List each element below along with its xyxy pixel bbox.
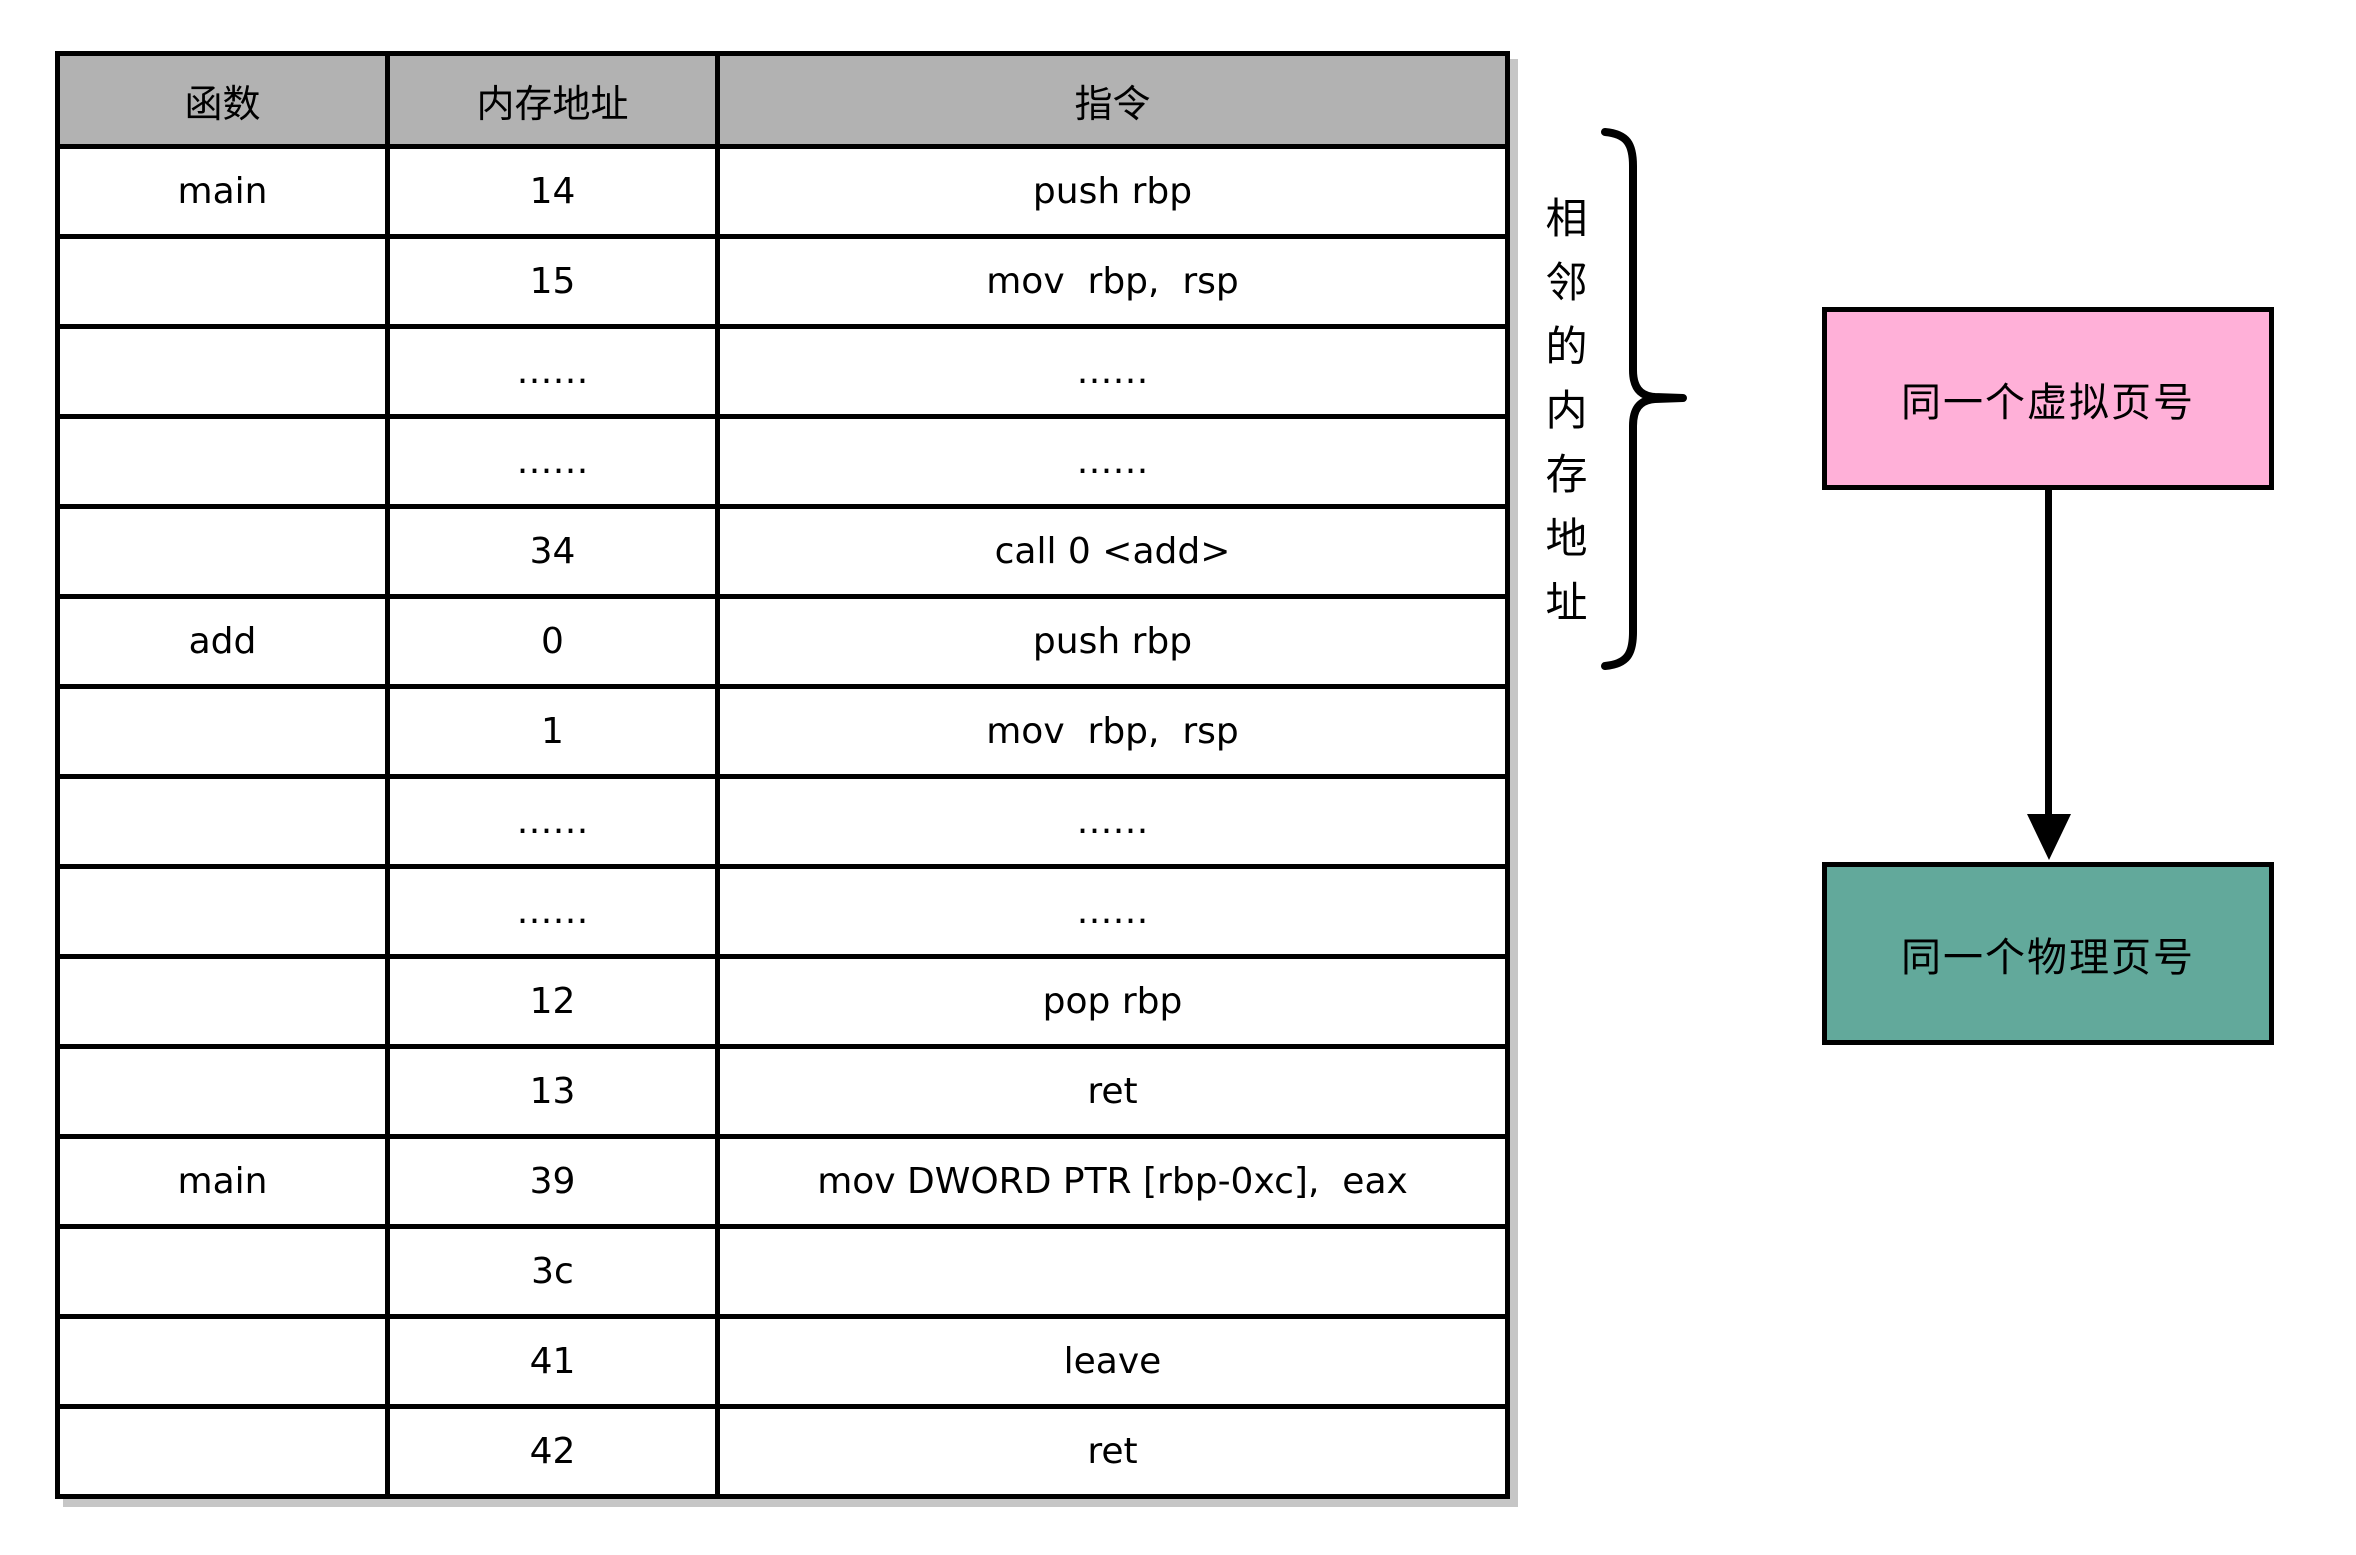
cell-address: …… (385, 324, 720, 419)
header-memory-address: 内存地址 (385, 51, 720, 149)
header-function: 函数 (55, 51, 390, 149)
cell-function (55, 324, 390, 419)
cell-instruction: …… (715, 324, 1510, 419)
cell-address: 13 (385, 1044, 720, 1139)
cell-address: 3c (385, 1224, 720, 1319)
physical-page-label: 同一个物理页号 (1901, 934, 2195, 981)
cell-function (55, 414, 390, 509)
cell-function: add (55, 594, 390, 689)
cell-address: 34 (385, 504, 720, 599)
cell-instruction: …… (715, 864, 1510, 959)
cell-function (55, 774, 390, 869)
virtual-page-box: 同一个虚拟页号 (1822, 307, 2274, 490)
cell-address: …… (385, 864, 720, 959)
cell-address: 39 (385, 1134, 720, 1229)
cell-address: 15 (385, 234, 720, 329)
cell-instruction: mov rbp, rsp (715, 234, 1510, 329)
header-instruction: 指令 (715, 51, 1510, 149)
cell-function (55, 864, 390, 959)
cell-function (55, 1404, 390, 1499)
cell-address: …… (385, 414, 720, 509)
cell-function (55, 954, 390, 1049)
table-row: ………… (55, 324, 1510, 419)
cell-instruction: push rbp (715, 144, 1510, 239)
cell-function (55, 234, 390, 329)
cell-instruction: ret (715, 1044, 1510, 1139)
virtual-page-label: 同一个虚拟页号 (1901, 379, 2195, 426)
cell-instruction: leave (715, 1314, 1510, 1409)
cell-address: …… (385, 774, 720, 869)
cell-instruction: mov DWORD PTR [rbp-0xc], eax (715, 1134, 1510, 1229)
table-row: ………… (55, 864, 1510, 959)
table-row: ………… (55, 774, 1510, 869)
cell-instruction: call 0 <add> (715, 504, 1510, 599)
cell-function (55, 684, 390, 779)
table-header-row: 函数 内存地址 指令 (55, 51, 1510, 149)
cell-function (55, 504, 390, 599)
cell-address: 42 (385, 1404, 720, 1499)
cell-address: 14 (385, 144, 720, 239)
cell-function: main (55, 1134, 390, 1229)
table-row: ………… (55, 414, 1510, 509)
adjacent-memory-label: 相邻的内存地址 (1539, 196, 1588, 644)
cell-address: 0 (385, 594, 720, 689)
cell-instruction: pop rbp (715, 954, 1510, 1049)
cell-address: 41 (385, 1314, 720, 1409)
cell-instruction: push rbp (715, 594, 1510, 689)
cell-instruction: ret (715, 1404, 1510, 1499)
cell-function (55, 1314, 390, 1409)
arrow-down-icon (2027, 814, 2071, 860)
cell-function (55, 1224, 390, 1319)
physical-page-box: 同一个物理页号 (1822, 862, 2274, 1045)
cell-instruction: …… (715, 414, 1510, 509)
cell-address: 1 (385, 684, 720, 779)
cell-instruction (715, 1224, 1510, 1319)
table-row: 3c (55, 1224, 1510, 1319)
cell-instruction: …… (715, 774, 1510, 869)
cell-function: main (55, 144, 390, 239)
cell-function (55, 1044, 390, 1139)
curly-brace-icon (1601, 128, 1687, 670)
cell-instruction: mov rbp, rsp (715, 684, 1510, 779)
arrow-line (2045, 488, 2052, 818)
cell-address: 12 (385, 954, 720, 1049)
